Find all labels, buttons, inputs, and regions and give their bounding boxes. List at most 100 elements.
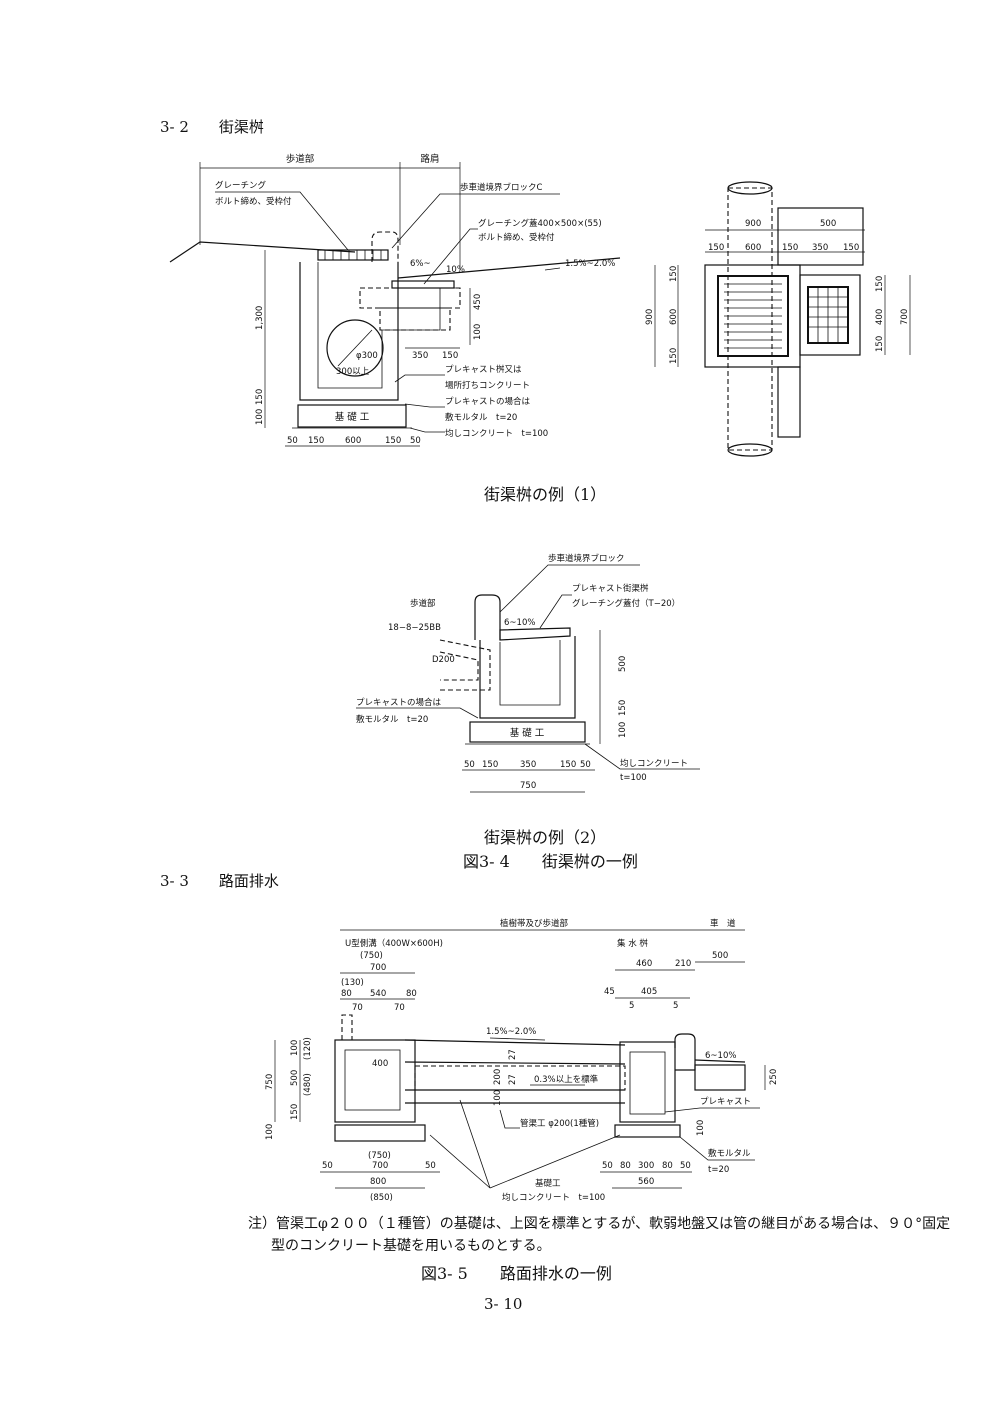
fig3-label-v100c: 100 [696,1120,706,1136]
fig1-label-cross-slope: 1.5%~2.0% [565,259,615,269]
fig1-plan-l600: 600 [669,309,679,325]
fig3-label-w70b: 70 [394,1003,405,1013]
section-heading-3-2: 3- 2 街渠桝 [160,118,264,136]
fig1-plan-t150c: 150 [843,243,859,253]
fig3-label-v100a: 100 [290,1040,300,1056]
fig1-label-bolt: ボルト締め、受枠付 [215,196,292,207]
fig3-label-b50b: 50 [425,1161,436,1171]
fig3-label-w405: 405 [641,987,657,997]
fig1-label-curb-block: 歩車道境界ブロックC [460,182,543,193]
fig1-dim-100a: 100 [473,324,483,340]
fig3-label-v500: 500 [290,1070,300,1086]
fig3-label-slope2: 6~10% [705,1051,736,1061]
fig3-label-slope: 1.5%~2.0% [486,1027,536,1037]
fig3-label-c50b: 50 [680,1161,691,1171]
fig3-label-c50: 50 [602,1161,613,1171]
fig3-label-c80a: 80 [620,1161,631,1171]
fig3-label-v150: 150 [290,1104,300,1120]
fig34-caption: 図3- 4 街渠桝の一例 [463,852,638,871]
fig1-dim-1300: 1,300 [255,306,265,330]
fig3-label-v750: 750 [265,1074,275,1090]
fig2-dim-v100: 100 [618,722,628,738]
fig1-dim-b150a: 150 [308,436,324,446]
fig1-label-leveling: 均しコンクリート t=100 [445,428,548,439]
fig3-label-mortar: 敷モルタル [708,1148,751,1159]
fig2-dim-b150b: 150 [560,760,576,770]
fig3-label-w80a: 80 [341,989,352,999]
fig1-label-grating-cover: グレーチング蓋400×500×(55) [478,218,602,229]
fig3-label-planting: 植樹帯及び歩道部 [500,918,569,929]
fig1-label-mortar: 敷モルタル t=20 [445,412,517,423]
fig1-dim-b600: 600 [345,436,361,446]
fig1-label-pipe: φ300 [356,351,378,361]
fig1-plan-l150b: 150 [669,348,679,364]
fig2-dim-v150: 150 [618,700,628,716]
fig1-dim-100b: 100 [255,409,265,425]
fig2-label-t100: t=100 [620,773,647,783]
fig2-label-precast-inlet: プレキャスト街渠桝 [572,583,649,594]
fig3-label-w5b: 5 [673,1001,678,1011]
fig3-label-w130: (130) [341,978,364,988]
fig3-label-c300: 300 [638,1161,654,1171]
fig1-plan-t150a: 150 [708,243,724,253]
fig1-plan-t150b: 150 [782,243,798,253]
fig1-dim-b50a: 50 [287,436,298,446]
fig2-label-d200: D200 [432,655,455,665]
fig1-label-sidewalk: 歩道部 [286,153,315,165]
fig1-caption: 街渠桝の例（1） [484,485,607,504]
fig2-label-leveling: 均しコンクリート [620,758,688,769]
fig2-label-base: 基 礎 工 [510,727,545,739]
fig3-label-b700: 700 [372,1161,388,1171]
fig1-label-bolt2: ボルト締め、受枠付 [478,232,555,243]
fig3-label-w750p: (750) [360,951,383,961]
fig2-label-mortar: 敷モルタル t=20 [356,714,428,725]
fig2-dim-v500: 500 [618,656,628,672]
fig3-label-base: 基礎工 [535,1178,561,1189]
fig3-label-v100b: 100 [265,1124,275,1140]
fig3-label-w500: 500 [712,951,728,961]
fig1-plan-l900: 900 [645,309,655,325]
fig3-label-v200: 200 [493,1069,503,1085]
fig1-label-precast3: プレキャストの場合は [445,396,531,407]
fig3-label-leveling: 均しコンクリート t=100 [502,1192,605,1203]
note-line-2: 型のコンクリート基礎を用いるものとする。 [271,1238,551,1254]
fig1-dim-150b: 150 [255,389,265,405]
fig1-label-slope1: 6%~ [410,259,431,269]
fig1-plan-t350: 350 [812,243,828,253]
fig2-label-curb: 歩車道境界ブロック [548,553,625,564]
fig3-label-v27a: 27 [508,1049,518,1060]
fig1-label-precast2: 場所打ちコンクリート [445,380,530,391]
fig3-label-w460: 460 [636,959,652,969]
fig2-label-sidewalk: 歩道部 [410,598,436,609]
fig2-dim-b150a: 150 [482,760,498,770]
fig2-label-slope: 6~10% [504,618,535,628]
fig2-label-pipe-code: 18−8−25BB [388,623,441,633]
fig3-label-w80b: 80 [406,989,417,999]
fig1-plan-top500: 500 [820,219,836,229]
fig1-plan-l150a: 150 [669,266,679,282]
fig3-label-precast: プレキャスト [700,1097,751,1107]
fig3-label-c80b: 80 [662,1161,673,1171]
fig3-label-b50a: 50 [322,1161,333,1171]
fig2-dim-b350: 350 [520,760,536,770]
fig1-dim-150a: 150 [442,351,458,361]
fig1-plan-t600: 600 [745,243,761,253]
fig3-label-w540: 540 [370,989,386,999]
fig1-plan-r150a: 150 [875,276,885,292]
fig3-label-c560: 560 [638,1177,654,1187]
fig1-plan-r400: 400 [875,309,885,325]
fig3-label-w400: 400 [372,1059,388,1069]
fig1-label-base: 基 礎 工 [335,411,370,423]
fig2-dim-b50a: 50 [464,760,475,770]
fig3-label-pipe: 管渠工 φ200(1種管) [520,1118,599,1129]
fig3-label-pct: 0.3%以上を標準 [534,1074,599,1085]
fig3-label-t20: t=20 [708,1165,729,1175]
fig3-label-catch: 集 水 桝 [617,938,648,949]
fig1-dim-b150b: 150 [385,436,401,446]
fig1-dim-b50b: 50 [410,436,421,446]
fig35-caption: 図3- 5 路面排水の一例 [421,1264,612,1283]
fig3-label-w70a: 70 [352,1003,363,1013]
fig3-label-w700: 700 [370,963,386,973]
fig2-label-grating: グレーチング蓋付（T−20） [572,598,680,609]
